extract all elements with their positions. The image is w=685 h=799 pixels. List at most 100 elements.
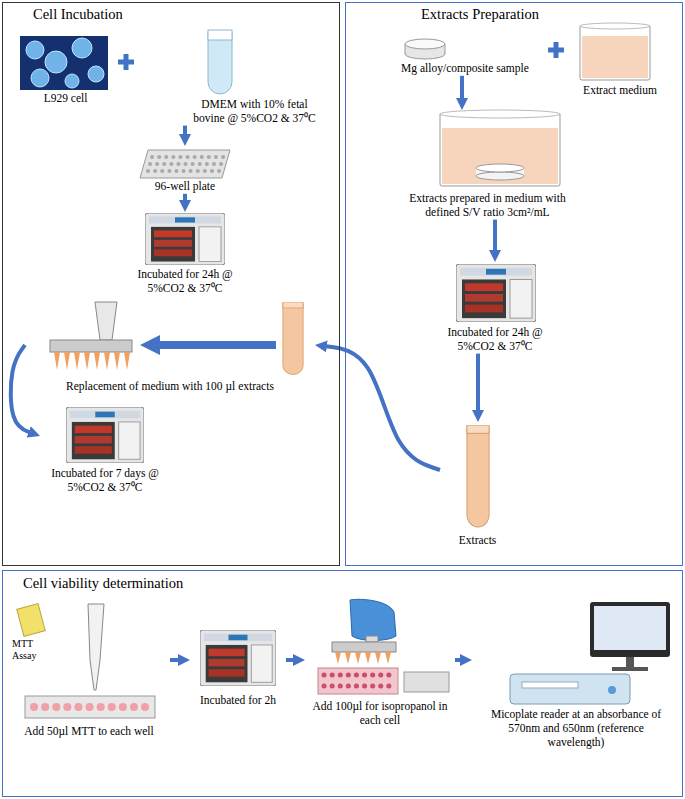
l929-cell-image (72, 38, 92, 58)
incubator (456, 264, 536, 322)
multichannel-pipette (95, 302, 117, 340)
dmem-tube (208, 32, 232, 94)
mtt-illustration (34, 703, 150, 711)
step-label: DMEM with 10% fetal bovine @ 5%CO2 & 37⁰… (185, 98, 325, 126)
isopropanol-illustration (318, 668, 398, 694)
incubator (145, 213, 225, 265)
mtt-illustration (25, 696, 155, 718)
plate-reader-illustration (590, 602, 670, 657)
panel-title: Cell viability determination (23, 575, 183, 592)
step-label: Add 100µl for isopropanol in each cell (305, 700, 455, 728)
step-box: L929 cell (18, 34, 113, 106)
step-label: Incubated for 2h (190, 694, 286, 708)
isopropanol-illustration (324, 684, 394, 689)
plate-reader-illustration (510, 674, 630, 704)
panel-box: Extracts Preparation Mg alloy/composite s… (345, 2, 683, 566)
flow-arrow (286, 658, 296, 662)
flow-arrow (476, 354, 480, 413)
flow-arrow (170, 658, 181, 662)
well-plate (150, 162, 222, 166)
l929-cell-image (31, 69, 49, 87)
step-label: Extracts prepared in medium with defined… (393, 192, 583, 220)
extract-beaker (442, 128, 558, 184)
l929-cell-image (20, 36, 108, 90)
well-plate (140, 150, 230, 178)
dmem-tube (208, 30, 232, 94)
step-box: Micoplate reader at an absorbance of 570… (472, 598, 680, 749)
medium-beaker (582, 36, 648, 78)
multichannel-pipette (50, 302, 132, 370)
isopropanol-illustration (335, 652, 391, 664)
step-box: Incubated for 24h @ 5%CO2 & 37⁰C (440, 262, 550, 354)
incubator (66, 407, 144, 463)
l929-cell-image (65, 74, 79, 88)
step-box: Extracts (440, 422, 515, 548)
flow-arrow (11, 345, 32, 433)
panel-box: Cell IncubationL929 cell DMEM with 10% fe… (2, 2, 340, 566)
well-plate (140, 150, 230, 178)
flow-arrow (455, 658, 463, 662)
step-label: Add 50µl MTT to each well (8, 725, 170, 739)
step-box: Replacement of medium with 100 µl extrac… (25, 300, 315, 394)
well-plate (148, 169, 220, 173)
step-box: Extract medium (565, 22, 675, 98)
mtt-illustration (17, 604, 45, 637)
step-box: DMEM with 10% fetal bovine @ 5%CO2 & 37⁰… (172, 28, 337, 126)
flow-arrow (493, 220, 497, 253)
isopropanol-illustration (318, 599, 449, 694)
plus-sign (548, 42, 564, 58)
panel-box: Cell viability determinationMTT AssayAdd… (2, 570, 683, 797)
extract-beaker (440, 110, 560, 186)
step-box: Incubated for 24h @ 5%CO2 & 37⁰C (130, 212, 240, 296)
extract-beaker (440, 110, 560, 118)
step-label: Extracts (440, 534, 515, 548)
step-box: Incubated for 2h (190, 628, 286, 708)
plate-reader-illustration (522, 682, 578, 688)
extract-tube (283, 302, 303, 375)
isopropanol-illustration (332, 642, 396, 652)
step-label: Micoplate reader at an absorbance of 570… (486, 708, 666, 749)
mtt-illustration (88, 604, 104, 690)
isopropanol-illustration (366, 636, 378, 642)
step-box: Incubated for 7 days @ 5%CO2 & 37⁰C (40, 405, 170, 495)
panel-title: Cell Incubation (33, 6, 123, 23)
step-label: Incubated for 7 days @ 5%CO2 & 37⁰C (45, 467, 165, 495)
step-box: Mg alloy/composite sample (390, 36, 540, 76)
step-label: Extract medium (565, 84, 675, 98)
step-label: L929 cell (18, 92, 113, 106)
plate-reader-illustration (612, 667, 648, 671)
isopropanol-illustration (350, 599, 396, 640)
l929-cell-image (45, 51, 67, 73)
multichannel-pipette (54, 352, 130, 370)
transfer-arrow (140, 335, 276, 355)
step-box: Extracts prepared in medium with defined… (385, 110, 590, 220)
alloy-disc (405, 39, 445, 59)
isopropanol-illustration (324, 673, 394, 678)
incubator (200, 630, 276, 686)
dmem-tube (208, 30, 232, 40)
plate-reader-illustration (594, 606, 666, 650)
plate-reader-illustration (510, 602, 670, 704)
l929-cell-image (88, 66, 104, 82)
l929-cell-image (26, 41, 44, 59)
extract-beaker (476, 164, 524, 172)
multichannel-pipette (50, 340, 132, 352)
extract-beaker (476, 172, 524, 180)
step-label: Mg alloy/composite sample (390, 62, 540, 76)
step-label: Incubated for 24h @ 5%CO2 & 37⁰C (130, 268, 240, 296)
step-box: MTT AssayAdd 50µl MTT to each well (8, 600, 170, 739)
assay-label: MTT Assay (12, 638, 52, 666)
flow-arrow (183, 194, 187, 203)
medium-beaker (580, 23, 650, 29)
flow-arrow (324, 346, 440, 470)
l929-cell-image (20, 36, 108, 90)
panel-title: Extracts Preparation (421, 6, 539, 23)
flow-arrow (183, 126, 187, 137)
extract-beaker (440, 114, 560, 186)
flow-arrow (460, 76, 464, 101)
well-plate (152, 155, 224, 159)
mtt-illustration (17, 604, 155, 718)
alloy-disc (405, 39, 445, 49)
